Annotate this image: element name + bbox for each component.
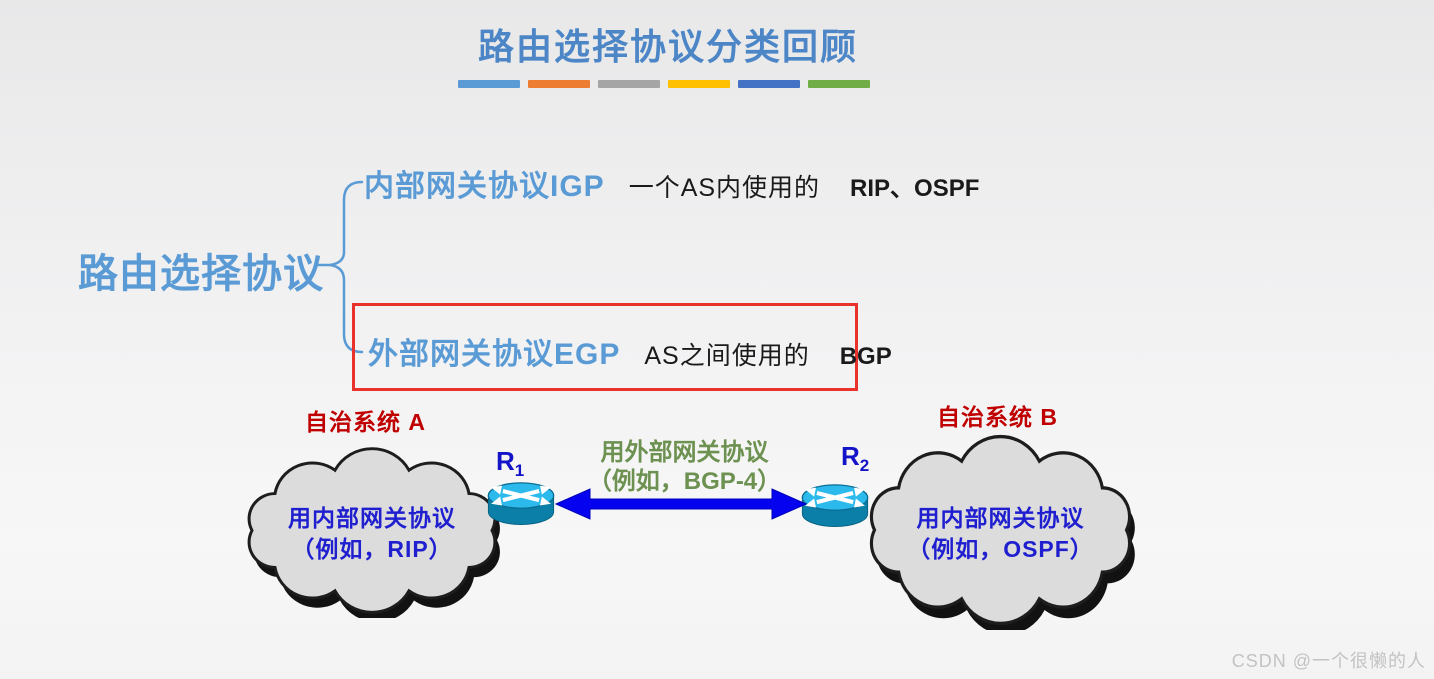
title-divider-bars [458, 80, 870, 88]
router2-icon [801, 484, 869, 528]
router2-label: R2 [841, 441, 869, 476]
egp-link-arrow-icon [554, 488, 808, 520]
egp-link-label-line2: （例如，BGP-4） [587, 468, 782, 495]
as-b-text-line2: （例如，OSPF） [907, 536, 1094, 562]
as-b-text-line1: 用内部网关协议 [916, 505, 1085, 531]
branch-igp: 内部网关协议IGP 一个AS内使用的 RIP、OSPF [364, 161, 979, 205]
cloud-shape-icon [247, 447, 500, 618]
router1-subscript: 1 [514, 461, 525, 481]
egp-link-label: 用外部网关协议 （例如，BGP-4） [552, 438, 817, 496]
as-b-cloud: 用内部网关协议 （例如，OSPF） [843, 430, 1158, 630]
as-a-text-line2: （例如，RIP） [291, 536, 453, 562]
egp-link-label-line1: 用外部网关协议 [600, 439, 769, 466]
egp-highlight-box [352, 303, 858, 391]
branch-egp: 外部网关协议EGP AS之间使用的 BGP [368, 329, 892, 373]
router2-subscript: 2 [859, 456, 870, 476]
router1-icon [487, 482, 555, 526]
divider-bar-gray [598, 80, 660, 88]
egp-usage-text: AS之间使用的 [644, 342, 810, 370]
router2-name: R [841, 441, 860, 471]
divider-bar-orange [528, 80, 590, 88]
egp-protocols: BGP [839, 343, 892, 370]
divider-bar-darkblue [738, 80, 800, 88]
as-a-text: 用内部网关协议 （例如，RIP） [222, 503, 522, 565]
tree-brace [314, 180, 364, 354]
egp-label: 外部网关协议EGP [368, 338, 621, 371]
watermark: CSDN @一个很懒的人 [1231, 651, 1426, 671]
router1-name: R [496, 446, 515, 476]
igp-label: 内部网关协议IGP [364, 170, 605, 203]
router1-label: R1 [496, 446, 524, 481]
tree-root-label: 路由选择协议 [78, 252, 324, 296]
as-a-cloud: 用内部网关协议 （例如，RIP） [222, 443, 522, 618]
as-a-text-line1: 用内部网关协议 [288, 505, 456, 531]
igp-protocols: RIP、OSPF [850, 175, 980, 202]
as-b-title: 自治系统 B [937, 404, 1058, 430]
page-title: 路由选择协议分类回顾 [478, 26, 859, 67]
igp-usage-text: 一个AS内使用的 [628, 174, 821, 202]
divider-bar-blue [458, 80, 520, 88]
as-b-text: 用内部网关协议 （例如，OSPF） [843, 503, 1158, 565]
divider-bar-yellow [668, 80, 730, 88]
divider-bar-green [808, 80, 870, 88]
cloud-shape-icon [869, 434, 1135, 630]
as-a-title: 自治系统 A [305, 409, 426, 435]
